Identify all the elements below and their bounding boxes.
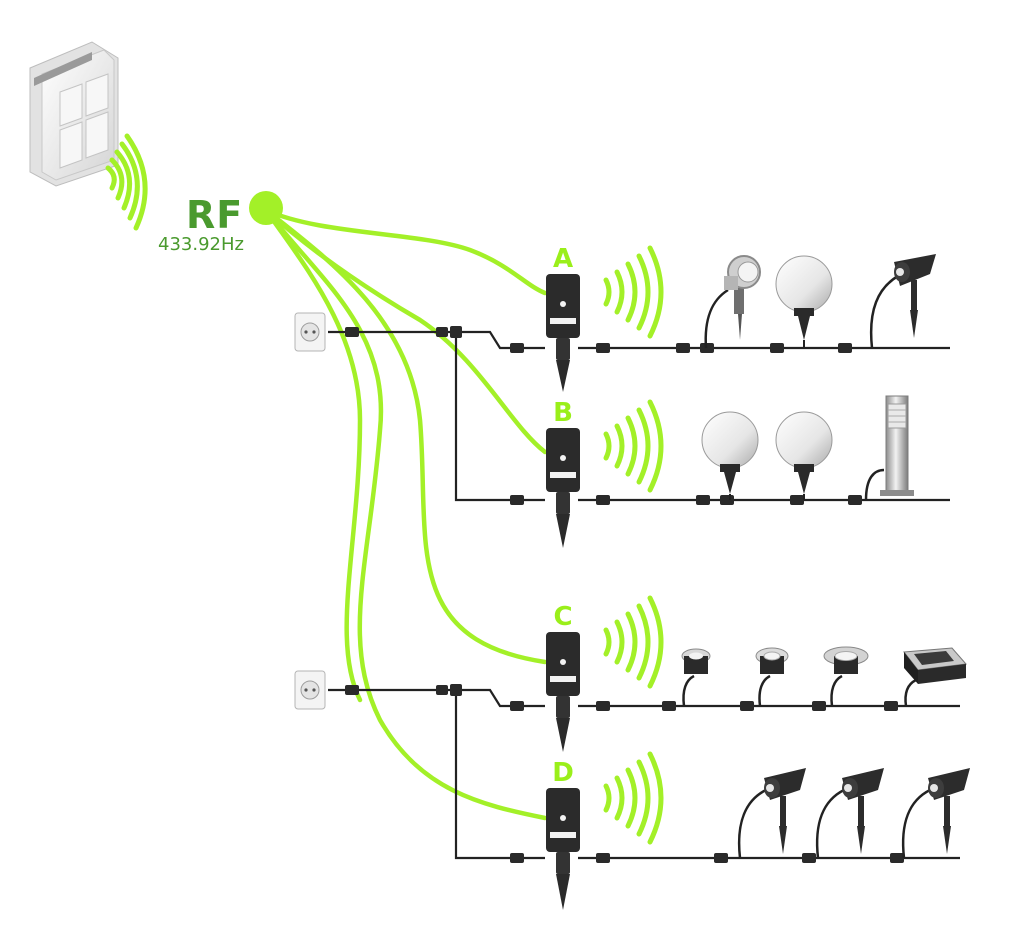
- spike-spotlight-icon: [737, 768, 806, 859]
- channel-label-d: D: [552, 758, 574, 788]
- receiver-box-icon: [546, 632, 580, 752]
- spike-spotlight-icon: [901, 768, 970, 859]
- remote-control-icon: [29, 41, 119, 187]
- globe-light-icon: [775, 411, 833, 500]
- channel-label-c: C: [553, 602, 573, 632]
- signal-waves-icon: [105, 133, 148, 231]
- inground-light-icon: [823, 646, 869, 707]
- rf-signal-lines: [263, 207, 548, 821]
- signal-waves-icon: [603, 595, 664, 689]
- channel-label-b: B: [553, 398, 573, 428]
- spotlight-icon: [704, 255, 761, 349]
- wall-socket-icon: [294, 670, 326, 710]
- rf-label: RF: [186, 193, 244, 237]
- wall-socket-icon: [294, 312, 326, 352]
- spike-spotlight-icon: [815, 768, 884, 859]
- spike-spotlight-icon: [869, 254, 936, 349]
- rf-hub: [249, 191, 283, 225]
- globe-light-icon: [701, 411, 759, 500]
- signal-waves-icon: [603, 399, 664, 493]
- receiver-box-icon: [546, 274, 580, 392]
- inground-light-icon: [755, 647, 789, 707]
- brick-light-icon: [903, 647, 967, 707]
- receiver-box-icon: [546, 428, 580, 548]
- channel-label-a: A: [552, 244, 574, 274]
- bollard-light-icon: [864, 395, 914, 501]
- signal-waves-icon: [603, 751, 664, 845]
- rf-frequency-label: 433.92Hz: [158, 234, 244, 255]
- inground-light-icon: [681, 648, 711, 707]
- signal-waves-icon: [603, 245, 664, 339]
- cable-connectors: [345, 326, 904, 863]
- receiver-box-icon: [546, 788, 580, 910]
- globe-light-icon: [775, 255, 833, 348]
